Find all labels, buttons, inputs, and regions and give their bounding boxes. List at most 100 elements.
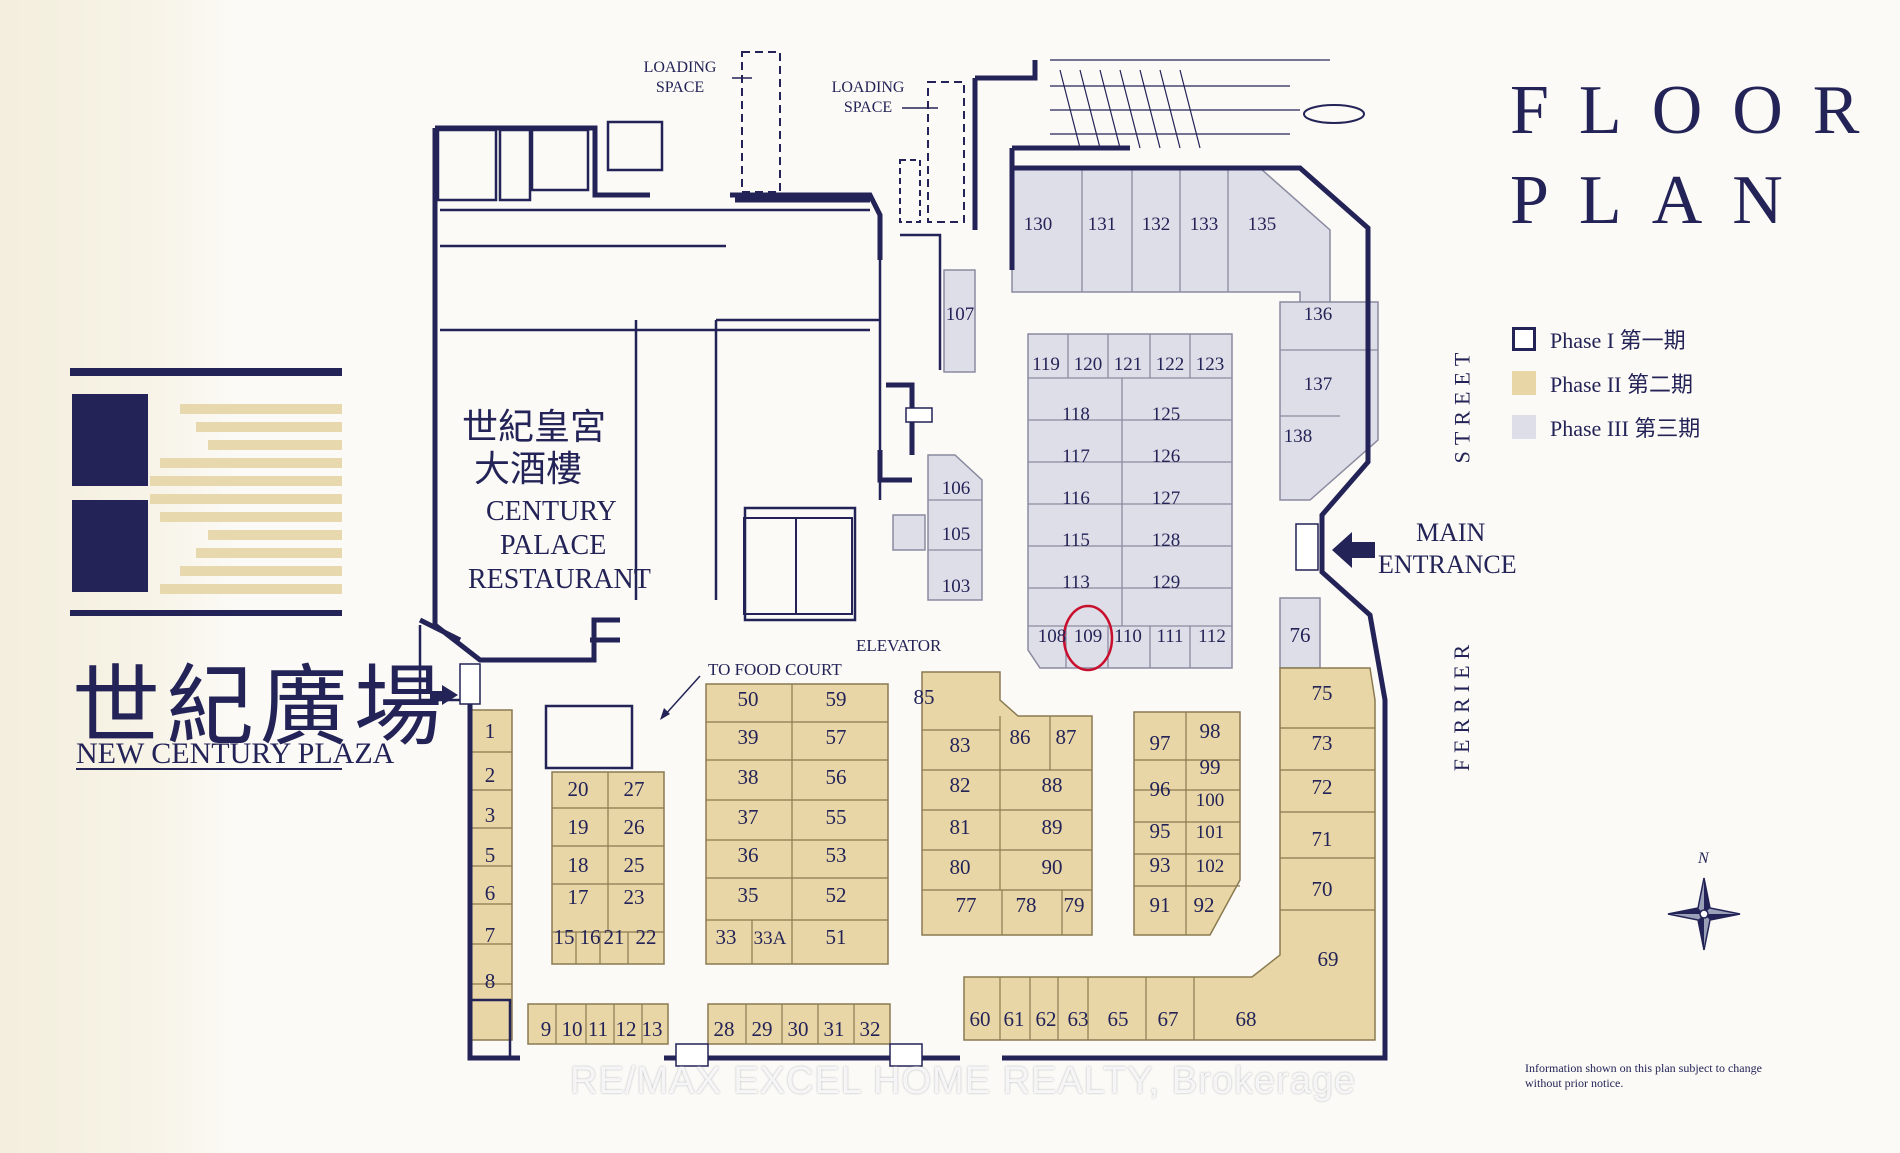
brokerage-watermark: RE/MAX EXCEL HOME REALTY, Brokerage bbox=[570, 1060, 1357, 1102]
unit-label-56: 56 bbox=[826, 765, 847, 789]
unit-label-122: 122 bbox=[1156, 354, 1185, 375]
unit-label-28: 28 bbox=[714, 1017, 735, 1041]
unit-label-25: 25 bbox=[624, 853, 645, 877]
unit-label-110: 110 bbox=[1114, 626, 1142, 647]
unit-label-63: 63 bbox=[1068, 1007, 1089, 1031]
unit-label-111: 111 bbox=[1156, 626, 1183, 647]
loading-space-label-1: LOADING SPACE bbox=[643, 59, 717, 96]
unit-label-1: 1 bbox=[485, 719, 496, 743]
unit-label-76: 76 bbox=[1290, 623, 1311, 647]
unit-label-11: 11 bbox=[588, 1017, 608, 1041]
unit-label-132: 132 bbox=[1142, 214, 1171, 235]
unit-label-117: 117 bbox=[1062, 446, 1090, 467]
restaurant-name-2: PALACE bbox=[500, 530, 607, 561]
unit-label-6: 6 bbox=[485, 881, 496, 905]
restaurant-name-chinese-2: 大酒樓 bbox=[474, 449, 583, 489]
unit-label-116: 116 bbox=[1062, 488, 1090, 509]
unit-label-123: 123 bbox=[1196, 354, 1225, 375]
unit-label-70: 70 bbox=[1312, 877, 1333, 901]
unit-label-51: 51 bbox=[826, 925, 847, 949]
new-century-plaza-logo bbox=[70, 368, 342, 770]
unit-label-20: 20 bbox=[568, 777, 589, 801]
unit-label-80: 80 bbox=[950, 855, 971, 879]
unit-label-26: 26 bbox=[624, 815, 645, 839]
unit-label-120: 120 bbox=[1074, 354, 1103, 375]
unit-label-71: 71 bbox=[1312, 827, 1333, 851]
unit-label-19: 19 bbox=[568, 815, 589, 839]
unit-label-10: 10 bbox=[562, 1017, 583, 1041]
unit-label-27: 27 bbox=[624, 777, 645, 801]
unit-label-119: 119 bbox=[1032, 354, 1060, 375]
unit-label-90: 90 bbox=[1042, 855, 1063, 879]
unit-label-91: 91 bbox=[1150, 893, 1171, 917]
unit-label-87: 87 bbox=[1056, 725, 1077, 749]
unit-label-138: 138 bbox=[1284, 426, 1313, 447]
unit-label-32: 32 bbox=[860, 1017, 881, 1041]
unit-label-92: 92 bbox=[1194, 893, 1215, 917]
unit-label-50: 50 bbox=[738, 687, 759, 711]
food-court-label: TO FOOD COURT bbox=[708, 660, 842, 679]
brand-chinese-name: 世紀廣場 bbox=[72, 660, 449, 757]
unit-label-7: 7 bbox=[485, 923, 496, 947]
unit-label-118: 118 bbox=[1062, 404, 1090, 425]
unit-label-60: 60 bbox=[970, 1007, 991, 1031]
street-label-lower: FERRIER bbox=[1449, 638, 1475, 772]
legend-swatch-phase2 bbox=[1512, 371, 1536, 395]
legend-item-phase3: Phase III 第三期 bbox=[1512, 412, 1700, 442]
floor-plan bbox=[418, 51, 1741, 1067]
unit-label-102: 102 bbox=[1196, 856, 1225, 877]
restaurant-name-chinese-1: 世紀皇宮 bbox=[462, 407, 607, 447]
unit-label-83: 83 bbox=[950, 733, 971, 757]
unit-label-101: 101 bbox=[1196, 822, 1225, 843]
main-entrance-label-1: MAIN bbox=[1416, 518, 1486, 547]
legend-label: Phase II 第二期 bbox=[1550, 372, 1693, 397]
unit-label-33: 33 bbox=[716, 925, 737, 949]
unit-label-88: 88 bbox=[1042, 773, 1063, 797]
unit-label-108: 108 bbox=[1038, 626, 1067, 647]
unit-label-127: 127 bbox=[1152, 488, 1181, 509]
unit-label-135: 135 bbox=[1248, 214, 1277, 235]
compass-north-label: N bbox=[1698, 850, 1709, 867]
floor-plan-title-line2: PLAN bbox=[1510, 162, 1813, 239]
unit-label-95: 95 bbox=[1150, 819, 1171, 843]
unit-label-2: 2 bbox=[485, 763, 496, 787]
unit-label-61: 61 bbox=[1004, 1007, 1025, 1031]
unit-label-39: 39 bbox=[738, 725, 759, 749]
unit-label-82: 82 bbox=[950, 773, 971, 797]
unit-label-73: 73 bbox=[1312, 731, 1333, 755]
unit-label-38: 38 bbox=[738, 765, 759, 789]
legend-swatch-phase3 bbox=[1512, 415, 1536, 439]
unit-label-8: 8 bbox=[485, 969, 496, 993]
unit-label-30: 30 bbox=[788, 1017, 809, 1041]
unit-label-97: 97 bbox=[1150, 731, 1171, 755]
unit-label-69: 69 bbox=[1318, 947, 1339, 971]
unit-label-129: 129 bbox=[1152, 572, 1181, 593]
unit-label-85: 85 bbox=[914, 685, 935, 709]
unit-label-103: 103 bbox=[942, 576, 971, 597]
unit-label-16: 16 bbox=[580, 925, 601, 949]
unit-label-128: 128 bbox=[1152, 530, 1181, 551]
legend-swatch-phase1 bbox=[1512, 327, 1536, 351]
restaurant-name-3: RESTAURANT bbox=[468, 564, 651, 595]
unit-label-18: 18 bbox=[568, 853, 589, 877]
disclaimer-note: Information shown on this plan subject t… bbox=[1525, 1061, 1762, 1090]
unit-label-53: 53 bbox=[826, 843, 847, 867]
unit-label-59: 59 bbox=[826, 687, 847, 711]
unit-label-121: 121 bbox=[1114, 354, 1143, 375]
unit-label-98: 98 bbox=[1200, 719, 1221, 743]
loading-space-label-2: LOADING SPACE bbox=[831, 79, 905, 116]
unit-label-99: 99 bbox=[1200, 755, 1221, 779]
legend-item-phase2: Phase II 第二期 bbox=[1512, 368, 1693, 398]
unit-label-72: 72 bbox=[1312, 775, 1333, 799]
unit-label-15: 15 bbox=[554, 925, 575, 949]
unit-label-86: 86 bbox=[1010, 725, 1031, 749]
unit-label-81: 81 bbox=[950, 815, 971, 839]
unit-label-52: 52 bbox=[826, 883, 847, 907]
unit-label-100: 100 bbox=[1196, 790, 1225, 811]
legend-label: Phase I 第一期 bbox=[1550, 328, 1686, 353]
unit-label-75: 75 bbox=[1312, 681, 1333, 705]
unit-label-3: 3 bbox=[485, 803, 496, 827]
floor-plan-title-line1: FLOOR bbox=[1510, 72, 1890, 149]
restaurant-name-1: CENTURY bbox=[486, 496, 617, 527]
unit-label-9: 9 bbox=[541, 1017, 552, 1041]
